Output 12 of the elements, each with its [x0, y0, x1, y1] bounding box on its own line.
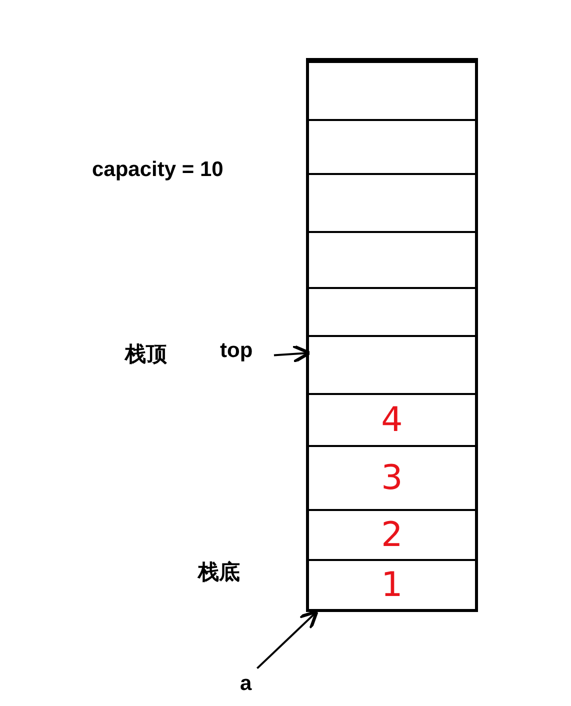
stack-cell: 3	[309, 445, 475, 509]
stack-array	[306, 58, 478, 612]
stack-cell: 4	[309, 393, 475, 445]
arrow	[274, 344, 312, 364]
stack-end-label: 栈顶	[125, 342, 167, 368]
pointer-label: a	[240, 672, 260, 700]
capacity-label: capacity = 10	[92, 158, 224, 182]
stack-cell: 1	[309, 559, 475, 609]
pointer-label: top	[220, 339, 270, 367]
arrow	[256, 610, 318, 670]
stack-end-label: 栈底	[198, 560, 240, 586]
stack-cell: 2	[309, 509, 475, 559]
